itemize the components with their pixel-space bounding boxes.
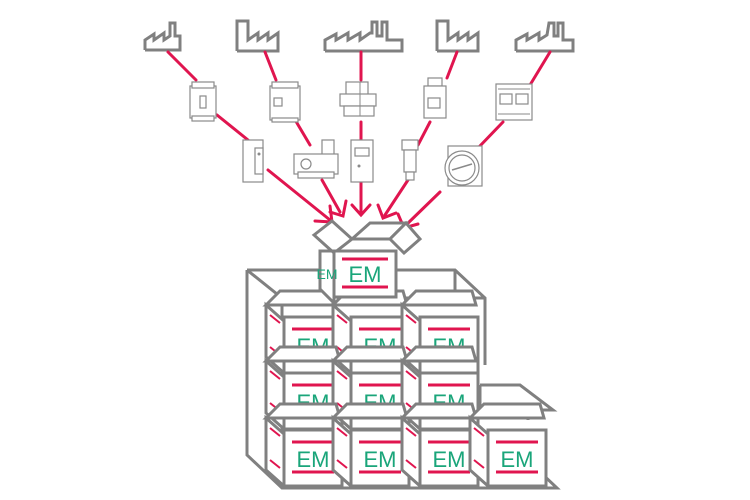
- supply-line: [166, 50, 198, 82]
- em-logo: EM: [349, 262, 382, 287]
- stock-boxes: EM EM EM EM EM EM EM EM: [264, 289, 548, 488]
- industrial-plug-icon: [401, 139, 419, 181]
- factory-icon: [323, 20, 404, 53]
- motor-protection-icon: [293, 139, 339, 179]
- factory-icon: [143, 21, 182, 52]
- factory-icon: [235, 19, 280, 53]
- em-box: EM: [468, 402, 548, 488]
- supply-line: [403, 190, 442, 228]
- em-logo-side: EM: [317, 266, 338, 282]
- em-box: EM: [400, 402, 480, 488]
- supply-lines: [166, 50, 552, 228]
- residual-current-device-icon: [269, 81, 301, 123]
- supply-line: [215, 113, 250, 142]
- em-logo: EM: [364, 447, 397, 472]
- arrow-head-icon: [328, 199, 348, 218]
- supply-line: [263, 50, 278, 82]
- miniature-circuit-breaker-icon: [423, 77, 447, 119]
- supply-line: [416, 120, 432, 147]
- em-logo: EM: [297, 447, 330, 472]
- supply-line: [476, 120, 505, 150]
- plc-controller-icon: [495, 83, 533, 121]
- supply-line: [528, 50, 552, 87]
- supply-line: [266, 168, 332, 222]
- soft-starter-icon: [350, 139, 374, 183]
- arrow-head-icon: [350, 203, 372, 218]
- terminal-block-icon: [339, 81, 377, 117]
- molded-case-breaker-icon: [189, 81, 217, 122]
- supply-line: [445, 50, 459, 80]
- em-logo: EM: [501, 447, 534, 472]
- supply-line: [383, 178, 410, 217]
- rotary-disconnect-switch-icon: [444, 145, 483, 187]
- relay-icon: [242, 139, 264, 183]
- supply-line: [320, 178, 342, 214]
- em-logo: EM: [433, 447, 466, 472]
- factory-icon: [514, 21, 575, 53]
- component-row-2: [242, 139, 483, 187]
- factory-icon: [435, 19, 480, 53]
- em-box: EM: [331, 402, 411, 488]
- em-box: EM: [264, 402, 344, 488]
- factory-row: [143, 19, 575, 53]
- incoming-open-box: EM EM: [311, 219, 423, 307]
- arrow-head-icon: [376, 203, 398, 220]
- component-row-1: [189, 77, 533, 123]
